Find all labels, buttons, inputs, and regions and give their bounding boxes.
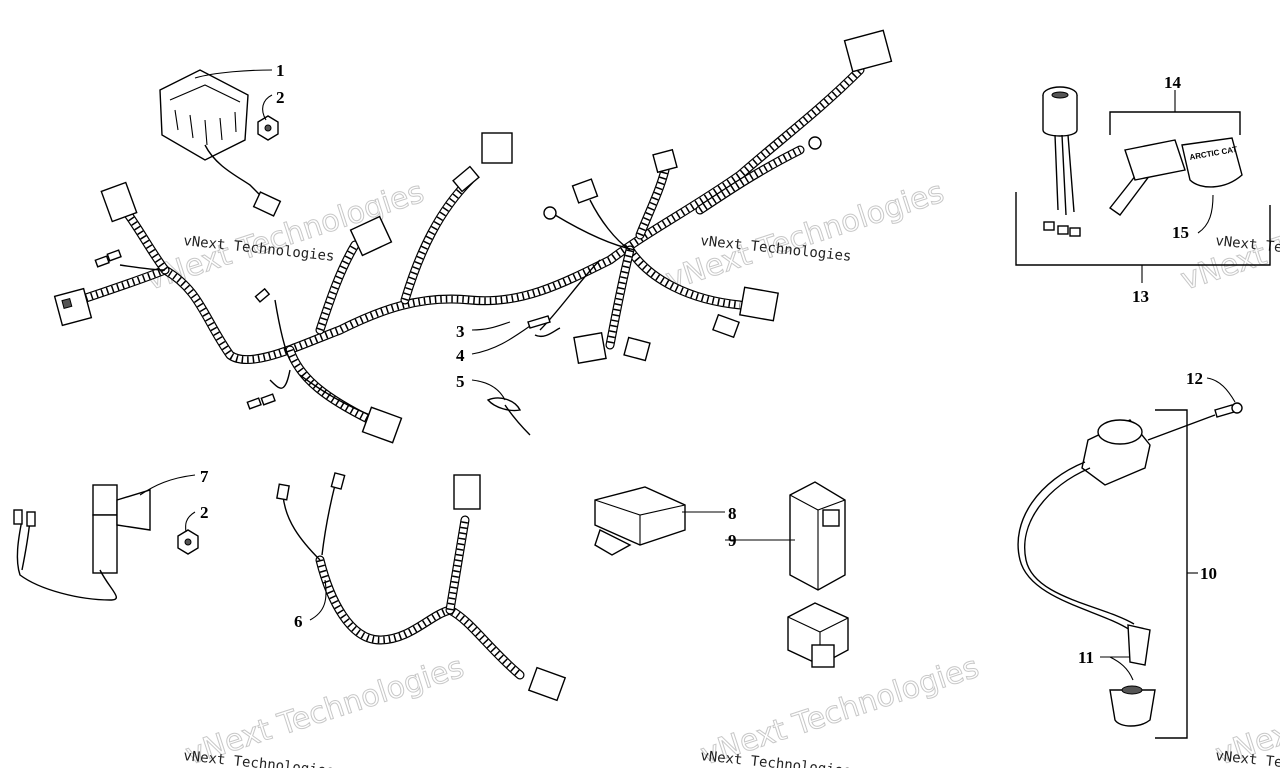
callout-6: 6 [294, 612, 303, 631]
callout-labels: 1 2 3 4 5 6 7 2 8 9 10 11 12 13 14 15 [200, 61, 1217, 667]
callout-15: 15 [1172, 223, 1189, 242]
callout-10: 10 [1200, 564, 1217, 583]
cable-tie [486, 397, 531, 436]
ring-terminal [543, 206, 557, 220]
watermark-large: vNext Technologies [182, 650, 469, 768]
harness-connector [573, 331, 607, 365]
harness-connector [739, 286, 779, 322]
harness-connector [452, 132, 513, 193]
harness-connector [53, 287, 93, 327]
watermark-large: vNext Technologies [697, 650, 984, 768]
ignition-switch [1042, 86, 1081, 237]
group-bracket-13 [1015, 192, 1271, 266]
watermark-text: vNext Technologies [1215, 748, 1280, 768]
bullet-terminal [94, 249, 276, 410]
callout-8: 8 [728, 504, 737, 523]
harness-connector [571, 178, 599, 204]
watermark-text: vNext Technologies [700, 748, 853, 768]
harness-connector [843, 29, 893, 73]
callout-5: 5 [456, 372, 465, 391]
hex-nut [177, 529, 199, 555]
control-module [789, 481, 846, 591]
control-module [787, 602, 849, 668]
callout-7: 7 [200, 467, 209, 486]
group-bracket-14 [1109, 111, 1241, 135]
callout-2: 2 [276, 88, 285, 107]
key-fob: ARCTIC CAT [1181, 137, 1243, 188]
callout-1: 1 [276, 61, 285, 80]
callout-11: 11 [1078, 648, 1094, 667]
sensor-switch [13, 484, 151, 601]
spark-plug-cap [1109, 624, 1156, 727]
sub-wiring-harness [276, 472, 567, 702]
harness-connector [652, 148, 678, 174]
relay-connector [594, 486, 686, 556]
ignition-key [1108, 139, 1186, 216]
harness-connector [623, 336, 651, 362]
harness-connector [712, 313, 740, 339]
harness-connector [100, 181, 138, 223]
hex-nut [257, 115, 279, 141]
ring-terminal [808, 136, 822, 150]
ignition-coil [1017, 414, 1216, 631]
callout-9: 9 [728, 531, 737, 550]
watermark-text: vNext Technologies [183, 748, 336, 768]
leader-lines [139, 69, 1236, 681]
callout-3: 3 [456, 322, 465, 341]
harness-connector [349, 215, 393, 257]
main-wiring-harness [53, 29, 893, 444]
callout-13: 13 [1132, 287, 1149, 306]
group-bracket-10 [1155, 409, 1188, 739]
regulator-rectifier [159, 69, 282, 217]
callout-12: 12 [1186, 369, 1203, 388]
callout-4: 4 [456, 346, 465, 365]
coil-bolt [1214, 402, 1243, 418]
callout-14: 14 [1164, 73, 1182, 92]
callout-2-lower: 2 [200, 503, 209, 522]
harness-connector [361, 406, 403, 444]
